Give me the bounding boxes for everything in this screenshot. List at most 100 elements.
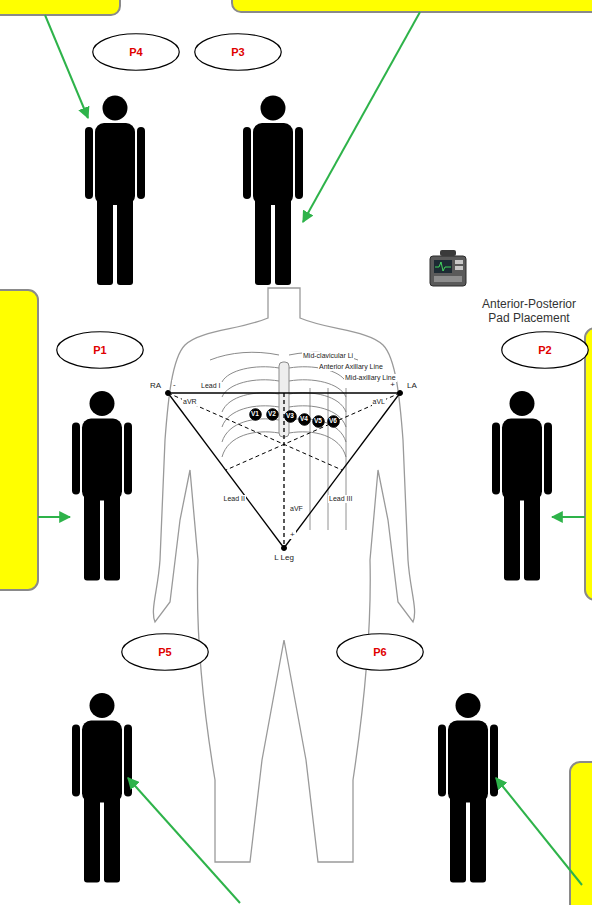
clavicle	[210, 352, 279, 360]
lead-number: V5	[314, 417, 322, 424]
limb-label: LA	[406, 381, 418, 390]
line-label: Anterior Axillary Line	[318, 363, 384, 371]
electrode-dot	[282, 546, 287, 551]
augmented-lead	[168, 393, 342, 470]
lead-label: Lead III	[328, 495, 353, 503]
polarity-sign: +	[389, 380, 396, 389]
lead-number: V1	[251, 410, 259, 417]
person-tag: P3	[194, 33, 282, 71]
lead-line	[168, 393, 284, 548]
ellipse-outline	[93, 34, 180, 71]
person-number: P1	[93, 344, 106, 356]
electrode-circle: V5	[312, 415, 325, 428]
person-silhouette	[72, 693, 132, 883]
pointer-arrow	[496, 778, 582, 885]
person-number: P4	[129, 46, 142, 58]
ellipse-outline	[195, 34, 282, 71]
body-outline	[153, 288, 414, 862]
rib	[289, 393, 346, 412]
rib	[222, 432, 279, 457]
polarity-sign: -	[172, 380, 177, 389]
electrode-circle: V4	[298, 413, 311, 426]
electrode-circle: V3	[284, 410, 297, 423]
anterior-axillary-line	[328, 388, 329, 530]
circle-outline	[327, 415, 339, 427]
electrode-dot	[166, 391, 171, 396]
electrode-circle: V2	[266, 408, 279, 421]
person-silhouette	[85, 96, 145, 286]
pointer-arrow	[303, 12, 420, 222]
sternum	[279, 362, 289, 437]
circle-outline	[298, 413, 310, 425]
person-silhouette	[72, 391, 132, 581]
person-tag: P6	[336, 633, 424, 671]
monitor-icon	[430, 250, 466, 286]
monitor-screen	[434, 260, 452, 273]
ellipse-outline	[57, 332, 144, 369]
circle-outline	[249, 408, 261, 420]
limb-label: RA	[149, 381, 162, 390]
rib	[222, 406, 279, 427]
monitor-trace	[435, 262, 451, 271]
person-silhouette	[492, 391, 552, 581]
rib	[289, 432, 346, 457]
circle-outline	[266, 408, 278, 420]
limb-label: L Leg	[273, 553, 295, 562]
callout-box	[0, 0, 120, 15]
person-tag: P4	[92, 33, 180, 71]
person-tag: P5	[121, 633, 209, 671]
ellipse-outline	[122, 634, 209, 671]
person-silhouette	[438, 693, 498, 883]
callout-box	[585, 328, 592, 600]
mid-axillary-line	[346, 388, 347, 530]
electrode-circle: V1	[249, 408, 262, 421]
electrode-dot	[398, 391, 403, 396]
people	[72, 96, 552, 883]
circle-outline	[284, 410, 296, 422]
pointer-arrows	[38, 12, 585, 903]
clavicle	[289, 352, 358, 360]
person-tag: P1	[56, 331, 144, 369]
lead-label: aVR	[182, 398, 198, 406]
lead-label: Lead II	[223, 495, 246, 503]
person-number: P3	[231, 46, 244, 58]
callout-box	[0, 290, 38, 590]
lead-label: Lead I	[200, 382, 221, 390]
monitor-body	[430, 256, 466, 286]
person-number: P5	[158, 646, 171, 658]
pointer-arrow	[552, 516, 585, 518]
guide-lines	[310, 388, 346, 530]
person-tag: P2	[501, 331, 589, 369]
person-silhouette	[243, 96, 303, 286]
monitor-button	[455, 266, 463, 270]
monitor-panel	[434, 276, 462, 282]
ellipse-outline	[502, 332, 589, 369]
einthoven-triangle	[166, 391, 403, 551]
person-number: P2	[538, 344, 551, 356]
lead-number: V4	[300, 415, 308, 422]
lead-number: V3	[286, 412, 294, 419]
lead-label: aVF	[289, 505, 304, 513]
line-label: Mid-clavicular Li	[302, 352, 354, 360]
ellipse-outline	[337, 634, 424, 671]
person-number: P6	[373, 646, 386, 658]
monitor-handle	[440, 250, 456, 256]
electrode-circle: V6	[327, 415, 340, 428]
circle-outline	[312, 415, 324, 427]
lead-label: aVL	[372, 398, 386, 406]
mid-clavicular-line	[310, 388, 311, 530]
augmented-lead	[226, 393, 400, 470]
monitor-button	[455, 260, 463, 264]
rib	[289, 406, 346, 427]
pointer-arrow	[45, 15, 88, 118]
lead-number: V2	[268, 410, 276, 417]
callout-box	[232, 0, 592, 12]
polarity-sign: +	[289, 530, 296, 539]
lead-line	[284, 393, 400, 548]
lead-number: V6	[329, 417, 337, 424]
caption-note: Anterior-Posterior Pad Placement	[469, 298, 589, 326]
pointer-arrow	[38, 516, 70, 518]
